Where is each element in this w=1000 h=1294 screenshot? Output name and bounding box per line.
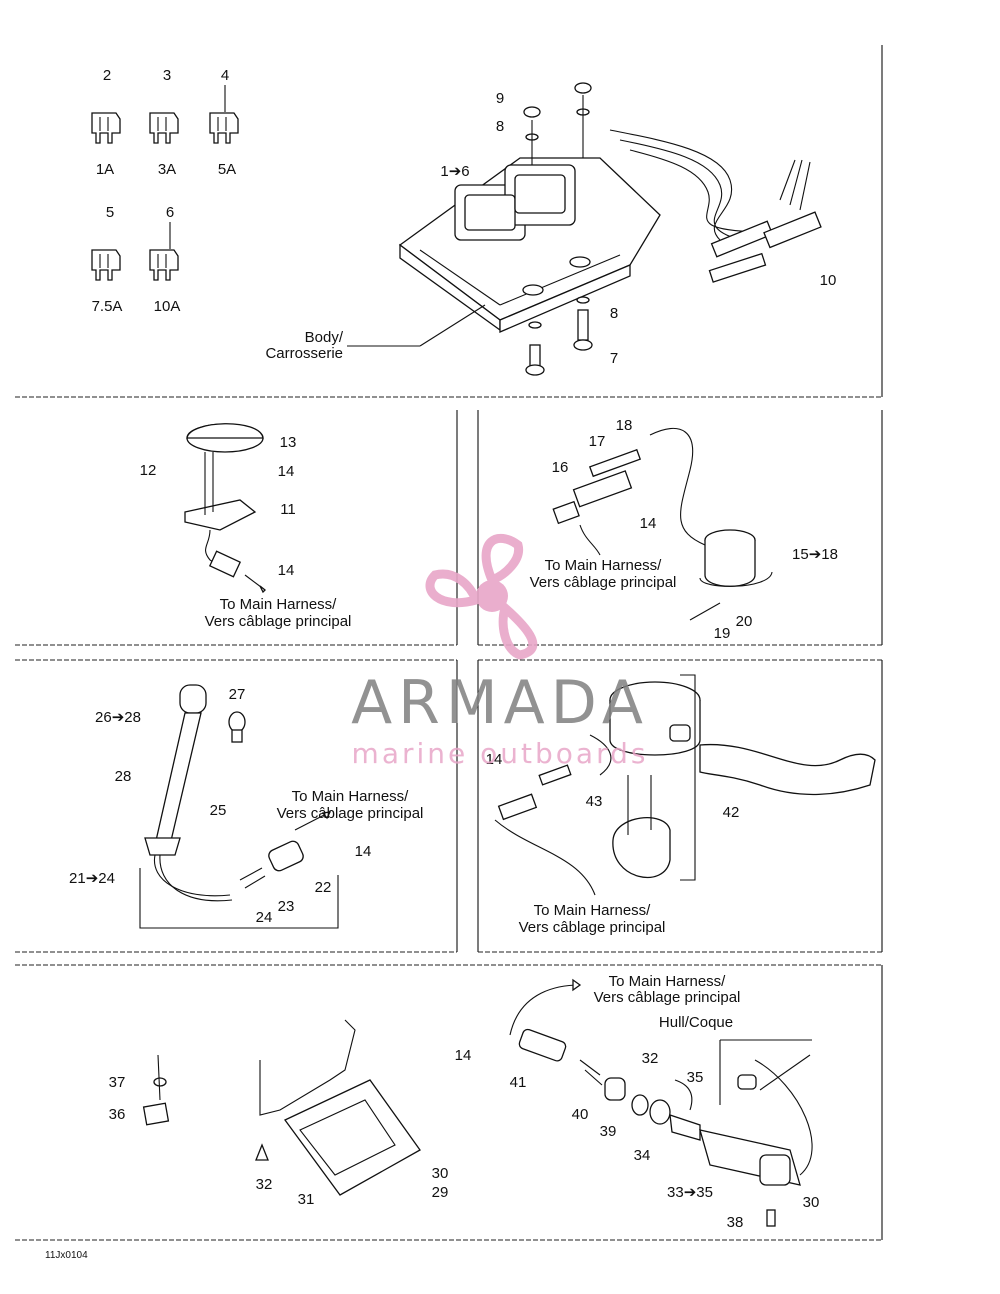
watermark-brand: ARMADA (351, 668, 649, 738)
label-10: 10 (820, 272, 837, 289)
label-7: 7 (610, 350, 618, 367)
label-16: 16 (552, 459, 569, 476)
label-1a: 1A (96, 161, 114, 178)
label-main-harness-3a: To Main Harness/ (292, 788, 410, 805)
label-carrosserie: Carrosserie (265, 345, 343, 362)
label-42: 42 (723, 804, 740, 821)
label-19: 19 (714, 625, 731, 642)
fuse-7-5a (91, 249, 121, 281)
label-3: 3 (163, 67, 171, 84)
label-40: 40 (572, 1106, 589, 1123)
washer-8 (576, 296, 590, 304)
label-5: 5 (106, 204, 114, 221)
fuse-1a (91, 112, 121, 144)
label-18: 18 (616, 417, 633, 434)
bilge-pump (494, 674, 876, 896)
label-13: 13 (280, 434, 297, 451)
label-32-a: 32 (642, 1050, 659, 1067)
label-34: 34 (634, 1147, 651, 1164)
armada-logo-mark (425, 533, 538, 660)
label-4: 4 (221, 67, 229, 84)
label-35: 35 (687, 1069, 704, 1086)
label-32-b: 32 (256, 1176, 273, 1193)
part-labels: 2 3 4 1A 3A 5A 5 6 7.5A 10A 9 8 1➔6 10 8… (45, 67, 838, 1261)
light-assembly (139, 684, 339, 929)
watermark-tagline: marine outboards (352, 737, 649, 770)
wiring-harness (609, 129, 822, 283)
fuse-box (398, 82, 661, 376)
fuse-3a (149, 112, 179, 144)
label-14-b: 14 (278, 562, 295, 579)
label-27: 27 (229, 686, 246, 703)
label-41: 41 (510, 1074, 527, 1091)
label-9: 9 (496, 90, 504, 107)
label-37: 37 (109, 1074, 126, 1091)
watermark (425, 533, 538, 660)
fuse-group (91, 85, 239, 281)
label-14-e: 14 (486, 751, 503, 768)
label-main-harness-2a: To Main Harness/ (545, 557, 663, 574)
gauge-assembly (184, 423, 266, 594)
label-main-harness-5b: Vers câblage principal (594, 989, 741, 1006)
label-25: 25 (210, 802, 227, 819)
label-main-harness-5a: To Main Harness/ (609, 973, 727, 990)
label-2: 2 (103, 67, 111, 84)
label-8-bottom: 8 (610, 305, 618, 322)
fuse-5a (209, 112, 239, 144)
label-21to24: 21➔24 (69, 870, 115, 887)
label-14-a: 14 (278, 463, 295, 480)
label-15to18: 15➔18 (792, 546, 838, 563)
label-8-top: 8 (496, 118, 504, 135)
label-30-a: 30 (803, 1194, 820, 1211)
label-14-f: 14 (455, 1047, 472, 1064)
sensor-assembly (552, 427, 773, 621)
label-12: 12 (140, 462, 157, 479)
label-3a: 3A (158, 161, 176, 178)
label-6: 6 (166, 204, 174, 221)
label-26to28: 26➔28 (95, 709, 141, 726)
panel-frames (15, 45, 883, 1241)
label-10a: 10A (154, 298, 181, 315)
nut-9 (523, 106, 541, 118)
label-33to35: 33➔35 (667, 1184, 713, 1201)
label-main-harness-1b: Vers câblage principal (205, 613, 352, 630)
screw-7 (577, 309, 589, 341)
label-5a: 5A (218, 161, 236, 178)
label-main-harness-2b: Vers câblage principal (530, 574, 677, 591)
label-1to6: 1➔6 (440, 163, 469, 180)
label-11: 11 (280, 501, 296, 518)
label-28: 28 (115, 768, 132, 785)
speed-sensor-assembly (509, 978, 813, 1227)
watermark-text: ARMADA marine outboards (351, 668, 649, 770)
label-body: Body/ (305, 329, 344, 346)
label-hull: Hull/Coque (659, 1014, 733, 1031)
label-main-harness-4a: To Main Harness/ (534, 902, 652, 919)
label-30-b: 30 (432, 1165, 449, 1182)
label-17: 17 (589, 433, 606, 450)
mounting-bracket (142, 1019, 421, 1196)
label-29: 29 (432, 1184, 449, 1201)
label-43: 43 (586, 793, 603, 810)
figure-reference: 11Jx0104 (45, 1250, 88, 1261)
label-36: 36 (109, 1106, 126, 1123)
label-7-5a: 7.5A (92, 298, 123, 315)
label-main-harness-4b: Vers câblage principal (519, 919, 666, 936)
label-main-harness-3b: Vers câblage principal (277, 805, 424, 822)
label-38: 38 (727, 1214, 744, 1231)
label-14-c: 14 (640, 515, 657, 532)
fuse-10a (149, 249, 179, 281)
label-20: 20 (736, 613, 753, 630)
label-23: 23 (278, 898, 295, 915)
label-24: 24 (256, 909, 273, 926)
label-39: 39 (600, 1123, 617, 1140)
label-main-harness-1a: To Main Harness/ (220, 596, 338, 613)
label-14-d: 14 (355, 843, 372, 860)
label-22: 22 (315, 879, 332, 896)
label-31: 31 (298, 1191, 315, 1208)
